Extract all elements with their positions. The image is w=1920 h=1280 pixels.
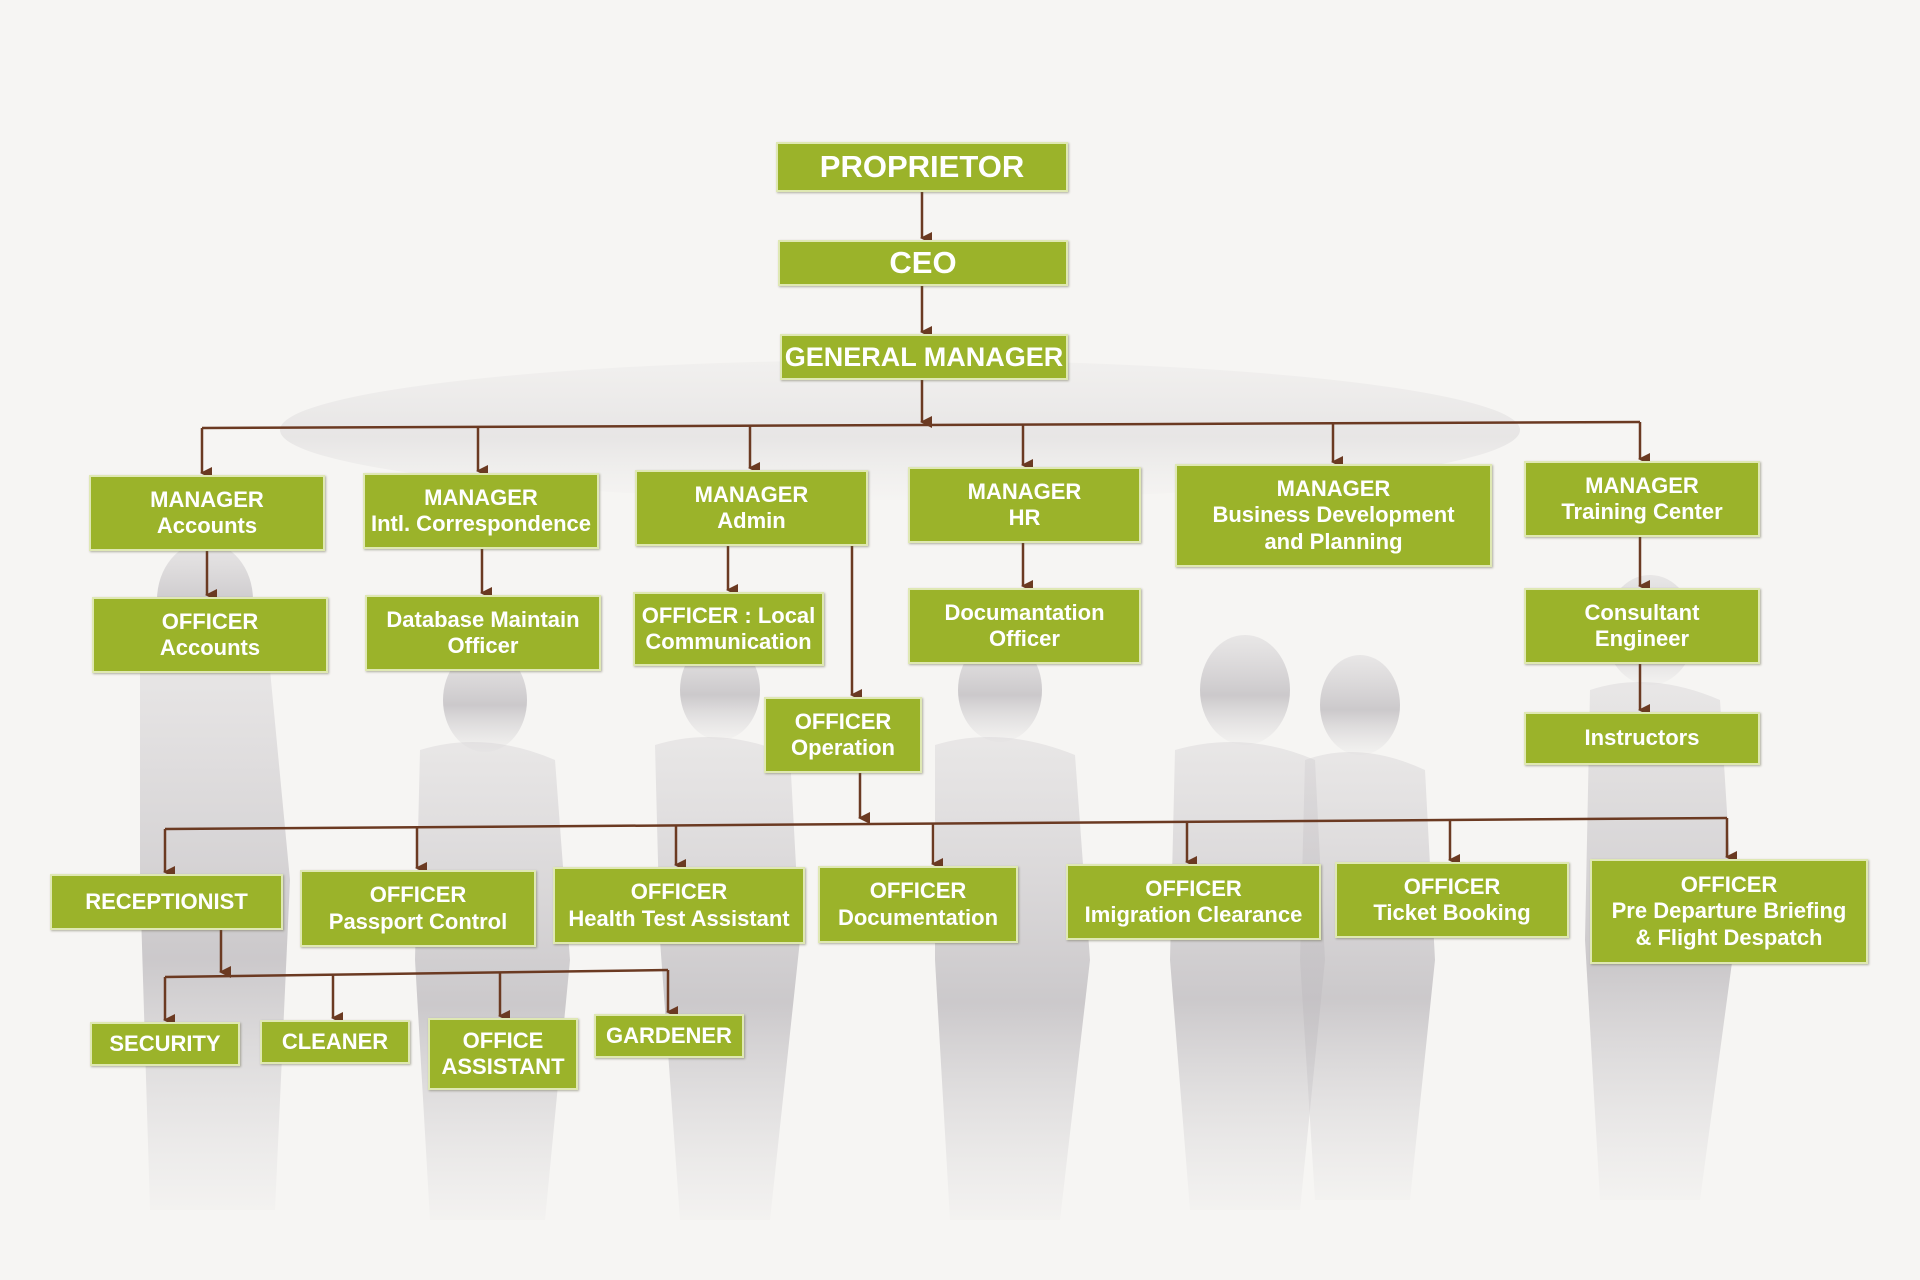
node-label: OFFICE <box>462 1027 544 1053</box>
node-label: OFFICER : Local <box>641 602 816 628</box>
node-manager-hr: MANAGER HR <box>908 467 1141 543</box>
node-cleaner: CLEANER <box>260 1020 410 1064</box>
node-label: MANAGER <box>694 481 809 507</box>
node-officer-local-communication: OFFICER : Local Communication <box>633 592 824 666</box>
node-officer-pre-departure-briefing: OFFICER Pre Departure Briefing & Flight … <box>1590 859 1868 964</box>
node-sublabel: Accounts <box>156 513 258 538</box>
node-sublabel: HR <box>1008 505 1041 530</box>
node-label: OFFICER <box>794 708 892 734</box>
node-label: CLEANER <box>281 1028 389 1054</box>
node-sublabel: Passport Control <box>328 908 508 934</box>
node-manager-accounts: MANAGER Accounts <box>89 475 325 551</box>
node-sublabel: Accounts <box>159 635 261 660</box>
node-ceo: CEO <box>778 240 1068 286</box>
node-sublabel: Engineer <box>1594 626 1690 651</box>
node-sublabel: ASSISTANT <box>441 1054 565 1079</box>
node-label: OFFICER <box>1403 873 1501 899</box>
node-manager-training-center: MANAGER Training Center <box>1524 461 1760 537</box>
node-sublabel: and Planning <box>1264 528 1403 554</box>
node-label: MANAGER <box>1276 475 1391 501</box>
node-gardener: GARDENER <box>594 1014 744 1058</box>
node-general-manager: GENERAL MANAGER <box>780 334 1068 380</box>
node-sublabel: Training Center <box>1561 499 1723 524</box>
node-officer-operation: OFFICER Operation <box>764 697 922 773</box>
node-manager-business-development: MANAGER Business Development and Plannin… <box>1175 464 1492 567</box>
node-label: OFFICER <box>1145 875 1242 901</box>
node-instructors: Instructors <box>1524 712 1760 765</box>
node-manager-intl-correspondence: MANAGER Intl. Correspondence <box>363 473 599 549</box>
node-proprietor: PROPRIETOR <box>776 142 1068 192</box>
node-sublabel: Communication <box>645 629 812 654</box>
node-sublabel: Imigration Clearance <box>1084 902 1303 927</box>
node-label: OFFICER <box>369 882 467 908</box>
node-officer-passport-control: OFFICER Passport Control <box>300 870 536 947</box>
node-sublabel: & Flight Despatch <box>1635 924 1823 950</box>
node-sublabel: Ticket Booking <box>1373 900 1531 925</box>
node-label: Database Maintain <box>386 606 580 632</box>
node-sublabel: Operation <box>791 735 895 760</box>
node-security: SECURITY <box>90 1022 240 1066</box>
node-label: GENERAL MANAGER <box>784 341 1064 372</box>
node-label: RECEPTIONIST <box>85 888 248 914</box>
node-label: MANAGER <box>1585 472 1699 498</box>
node-sublabel: Pre Departure Briefing <box>1611 898 1847 924</box>
node-sublabel: Officer <box>989 626 1060 651</box>
node-sublabel: Health Test Assistant <box>568 905 790 931</box>
node-label: OFFICER <box>1680 871 1778 897</box>
node-sublabel: Officer <box>447 633 519 658</box>
node-label: Consultant <box>1584 599 1700 625</box>
node-sublabel: Business Development <box>1212 502 1455 528</box>
node-officer-health-test-assistant: OFFICER Health Test Assistant <box>553 867 805 944</box>
node-label: OFFICER <box>869 878 967 904</box>
node-label: SECURITY <box>109 1030 221 1056</box>
node-label: Documantation <box>944 599 1105 625</box>
node-label: GARDENER <box>606 1022 732 1048</box>
node-sublabel: Intl. Correspondence <box>370 511 592 536</box>
node-officer-ticket-booking: OFFICER Ticket Booking <box>1335 862 1569 938</box>
node-label: OFFICER <box>630 879 728 905</box>
node-label: CEO <box>889 245 957 281</box>
node-manager-admin: MANAGER Admin <box>635 470 868 546</box>
node-officer-documentation: OFFICER Documentation <box>818 866 1018 943</box>
node-sublabel: Admin <box>717 508 786 533</box>
node-label: MANAGER <box>150 486 264 512</box>
node-label: PROPRIETOR <box>819 149 1025 185</box>
node-label: MANAGER <box>967 478 1082 504</box>
node-database-maintain-officer: Database Maintain Officer <box>365 595 601 671</box>
node-label: MANAGER <box>424 484 538 510</box>
node-sublabel: Documentation <box>837 904 999 930</box>
node-consultant-engineer: Consultant Engineer <box>1524 588 1760 664</box>
node-office-assistant: OFFICE ASSISTANT <box>428 1018 578 1090</box>
node-label: Instructors <box>1584 725 1700 751</box>
node-documantation-officer: Documantation Officer <box>908 588 1141 664</box>
node-label: OFFICER <box>161 608 259 634</box>
node-officer-accounts: OFFICER Accounts <box>92 597 328 673</box>
node-receptionist: RECEPTIONIST <box>50 874 283 930</box>
node-officer-imigration-clearance: OFFICER Imigration Clearance <box>1066 864 1321 940</box>
